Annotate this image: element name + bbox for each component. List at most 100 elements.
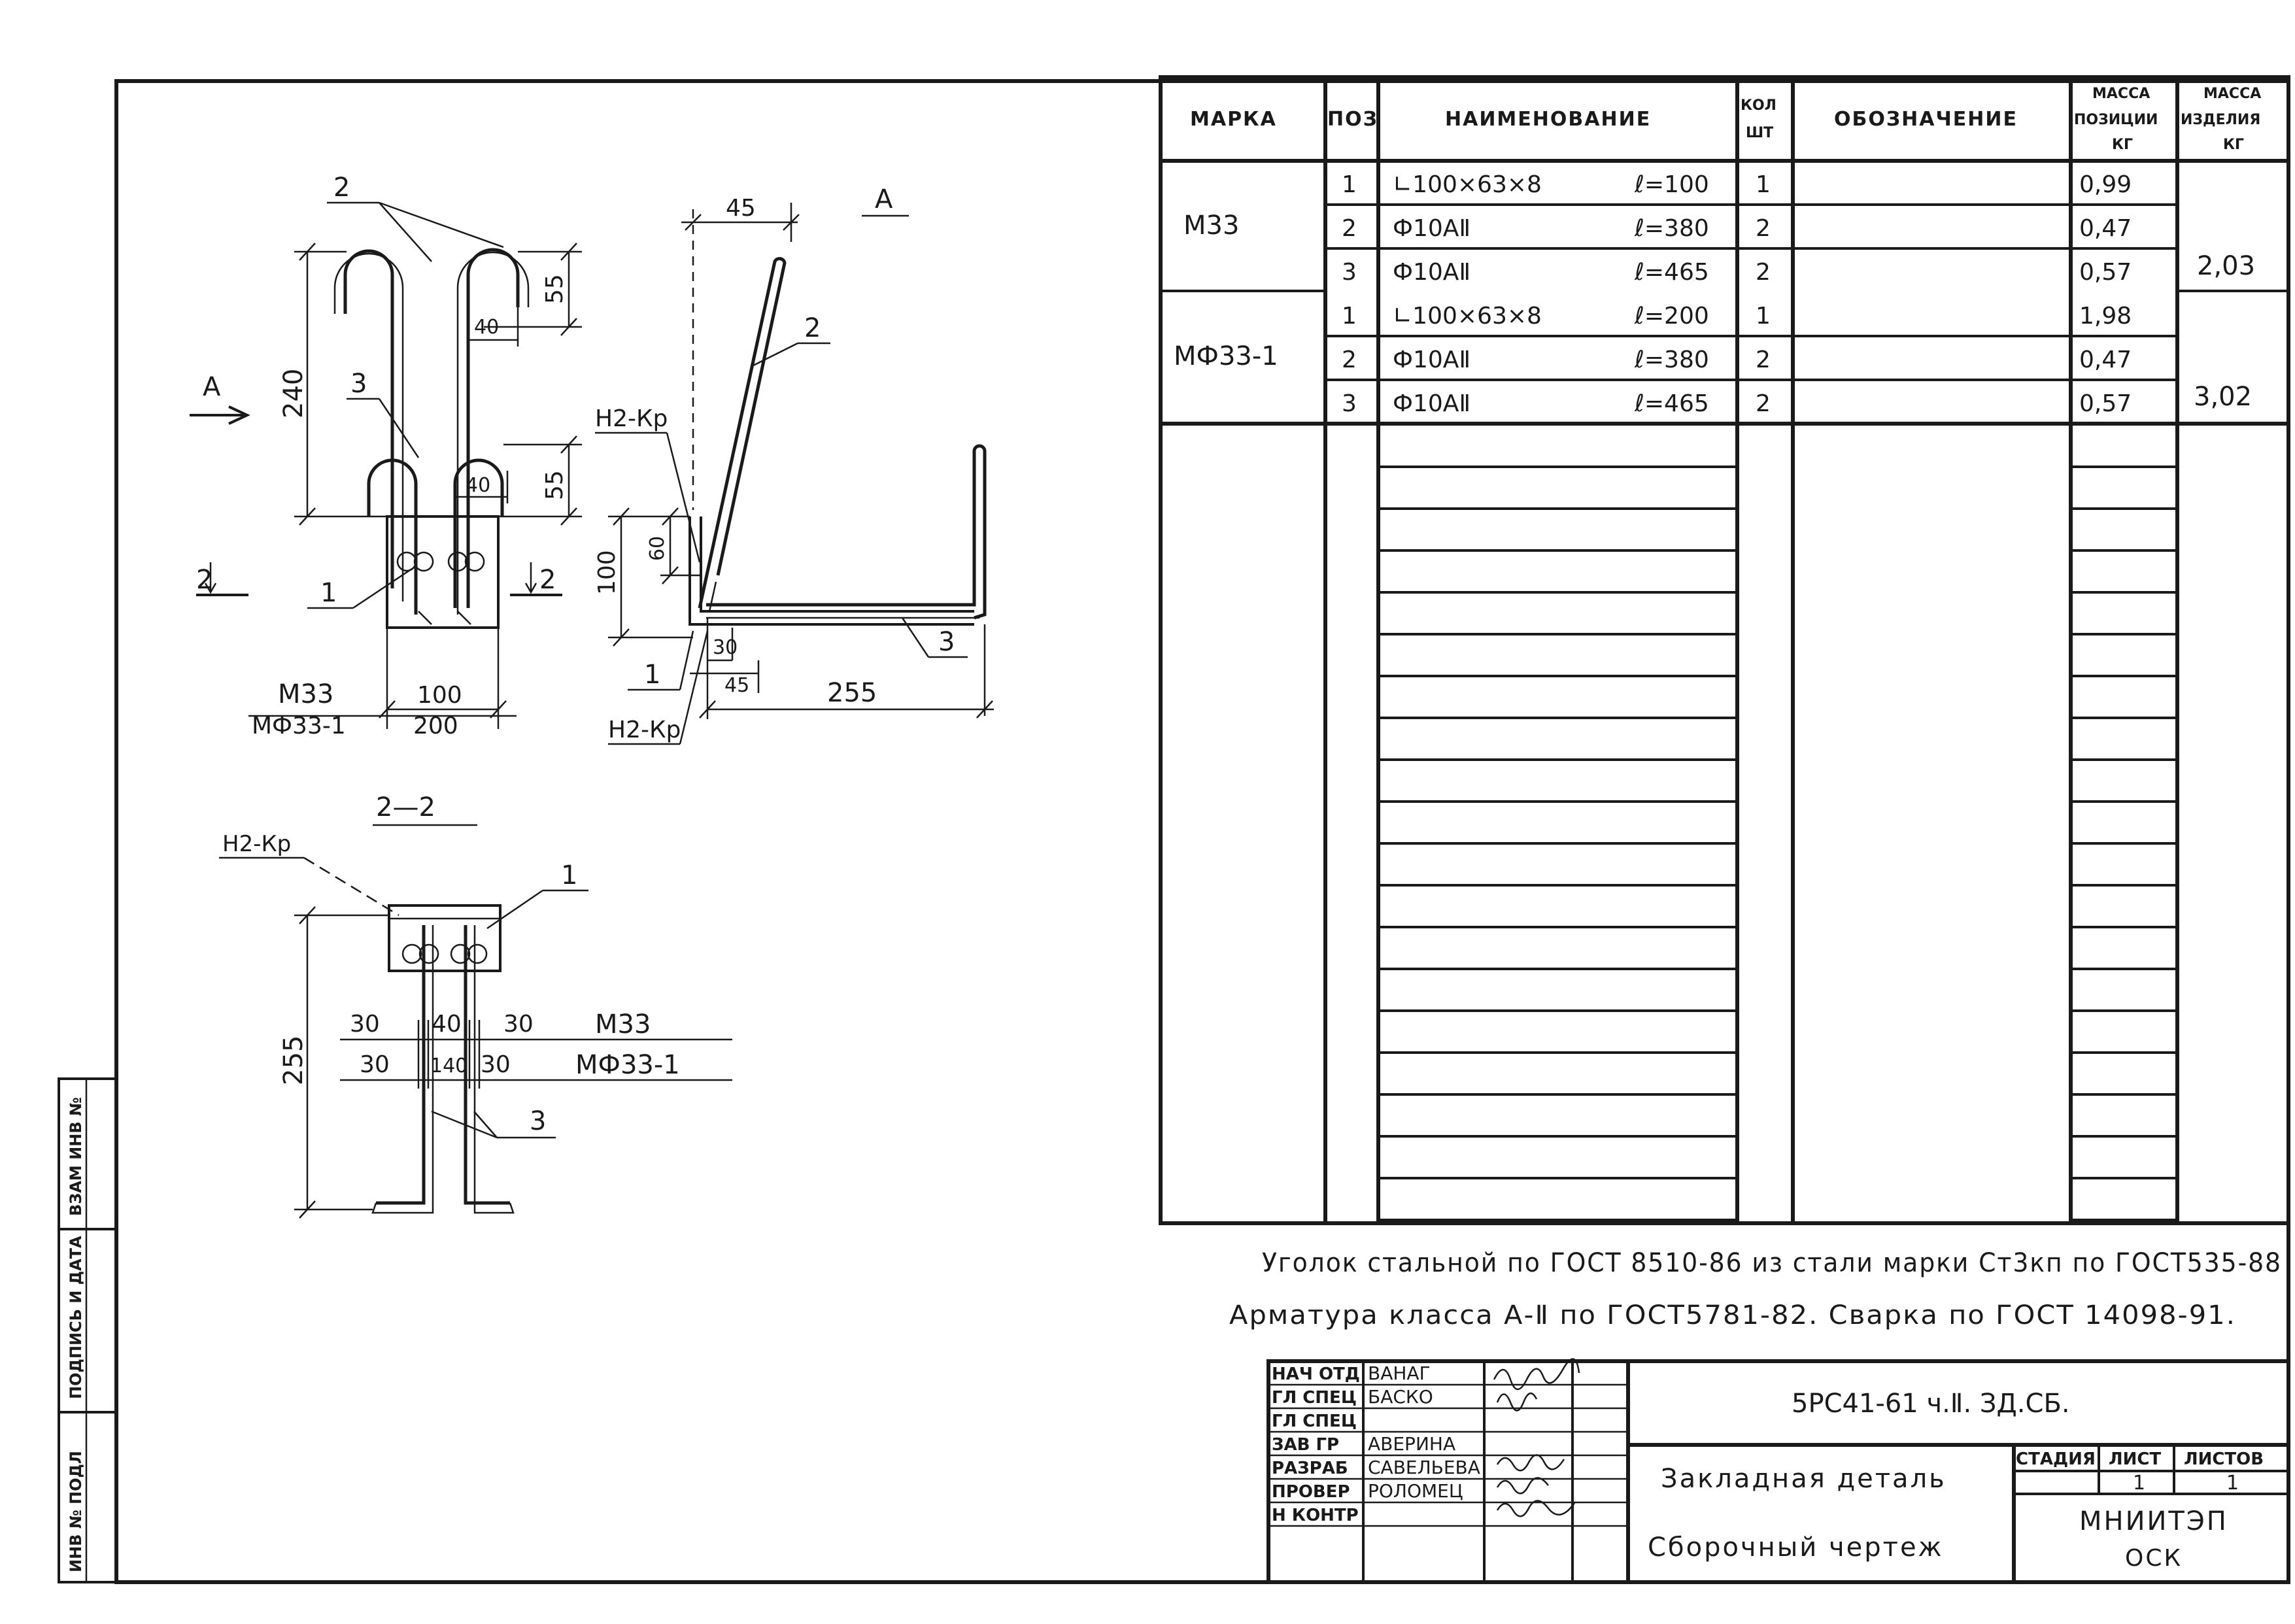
spec-name: ∟100×63×8 xyxy=(1393,171,1542,198)
tb-stage-label: СТАДИЯ xyxy=(2016,1449,2096,1469)
section-mark-mf33: МФ33-1 xyxy=(575,1050,680,1080)
spec-name: Ф10АⅡ xyxy=(1393,390,1470,417)
section-row1-b: 40 xyxy=(432,1011,462,1038)
front-leader-3: 3 xyxy=(350,369,367,399)
section-leader-3: 3 xyxy=(530,1106,546,1136)
hdr-qty-1: КОЛ xyxy=(1741,97,1776,114)
side-leader-1: 1 xyxy=(644,660,660,690)
spec-mass: 0,57 xyxy=(2079,259,2132,286)
side-weld-bottom: Н2-Кр xyxy=(608,717,681,743)
section-angle xyxy=(388,904,502,972)
hdr-poz: ПОЗ xyxy=(1327,108,1378,131)
spec-name: Ф10АⅡ xyxy=(1393,215,1470,242)
section-row1-c: 30 xyxy=(503,1011,534,1038)
tb-sheets-val: 1 xyxy=(2226,1472,2239,1495)
side-dim-45-top: 45 xyxy=(726,195,756,222)
tb-sheets-label: ЛИСТОВ xyxy=(2184,1449,2264,1469)
spec-qty: 2 xyxy=(1756,215,1771,242)
section-mark-right: 2 xyxy=(539,565,556,595)
group-marka-1: М33 xyxy=(1183,211,1239,241)
section-2-2: 2—2 Н2-Кр 1 255 30 40 30 М33 xyxy=(219,792,732,1219)
side-bar-pos2 xyxy=(698,257,787,609)
spec-mass: 0,47 xyxy=(2079,347,2132,373)
tb-name: РОЛОМЕЦ xyxy=(1368,1480,1463,1502)
front-mark-mf33: МФ33-1 xyxy=(252,713,346,739)
side-dim-60: 60 xyxy=(646,536,669,561)
front-dim-200: 200 xyxy=(413,713,458,739)
front-dim-40-top: 40 xyxy=(474,316,499,339)
hdr-mass-item-1: МАССА xyxy=(2203,86,2261,102)
side-angle-pos1 xyxy=(688,516,974,626)
side-stamp-sign: ПОДПИСЬ И ДАТА xyxy=(67,1236,85,1399)
spec-poz: 3 xyxy=(1342,259,1357,286)
spec-len: ℓ=200 xyxy=(1634,303,1709,330)
section-mark-m33: М33 xyxy=(595,1009,651,1040)
section-row2-c: 30 xyxy=(481,1051,511,1078)
side-dim-30: 30 xyxy=(713,636,738,659)
tb-name: САВЕЛЬЕВА xyxy=(1368,1457,1480,1478)
side-bar-pos3 xyxy=(706,444,987,620)
spec-qty: 1 xyxy=(1756,171,1771,198)
hdr-mass-pos-1: МАССА xyxy=(2092,86,2150,102)
spec-len: ℓ=380 xyxy=(1634,347,1709,373)
hdr-qty-2: ШТ xyxy=(1746,125,1773,141)
tb-sheet-label: ЛИСТ xyxy=(2109,1449,2161,1469)
side-dim-100: 100 xyxy=(594,550,620,595)
spec-empty-rows xyxy=(1378,465,2177,1221)
spec-len: ℓ=100 xyxy=(1634,171,1709,198)
tb-org-2: ОСК xyxy=(2125,1545,2183,1572)
front-leader-1: 1 xyxy=(320,578,337,608)
side-weld-top: Н2-Кр xyxy=(595,405,668,432)
front-dim-240: 240 xyxy=(279,369,309,418)
tb-title-2: Сборочный чертеж xyxy=(1648,1532,1944,1563)
notes: Уголок стальной по ГОСТ 8510-86 из стали… xyxy=(1229,1248,2281,1330)
sheet-frame xyxy=(114,79,2290,1584)
side-view-a: А 2 45 Н2-Кр 100 xyxy=(594,184,994,745)
spec-poz: 1 xyxy=(1342,303,1357,330)
tb-role: НАЧ ОТД xyxy=(1272,1364,1360,1384)
spec-qty: 2 xyxy=(1756,259,1771,286)
front-leader-2: 2 xyxy=(333,173,350,203)
front-dim-55-bot: 55 xyxy=(541,470,568,500)
spec-qty: 1 xyxy=(1756,303,1771,330)
section-dim-255: 255 xyxy=(279,1036,309,1085)
section-title: 2—2 xyxy=(376,792,435,822)
spec-mass: 0,57 xyxy=(2079,390,2132,417)
bar-pos2-left xyxy=(343,249,394,588)
hdr-designation: ОБОЗНАЧЕНИЕ xyxy=(1834,108,2018,131)
front-dim-40-bot: 40 xyxy=(466,474,490,497)
side-stamp: ВЗАМ ИНВ № ПОДПИСЬ И ДАТА ИНВ № ПОДЛ xyxy=(58,1077,118,1583)
tb-title-1: Закладная деталь xyxy=(1661,1464,1946,1494)
spec-table: МАРКА ПОЗ НАИМЕНОВАНИЕ КОЛ ШТ ОБОЗНАЧЕНИ… xyxy=(1159,75,2290,1225)
bar-pos2-right xyxy=(466,248,520,608)
bar-pos3-right xyxy=(453,458,504,608)
side-leader-3: 3 xyxy=(938,627,955,657)
tb-role: ГЛ СПЕЦ xyxy=(1272,1388,1357,1408)
spec-mass: 0,99 xyxy=(2079,171,2132,198)
front-dim-55-top: 55 xyxy=(541,274,568,304)
tb-name: АВЕРИНА xyxy=(1368,1433,1455,1455)
tb-code: 5РС41-61 ч.Ⅱ. ЗД.СБ. xyxy=(1792,1389,2070,1419)
note-line-2: Арматура класса А-Ⅱ по ГОСТ5781-82. Свар… xyxy=(1229,1300,2236,1330)
hdr-name: НАИМЕНОВАНИЕ xyxy=(1445,108,1651,131)
angle-plate-pos1 xyxy=(386,515,500,629)
spec-name: Ф10АⅡ xyxy=(1393,259,1470,286)
tb-sheet-val: 1 xyxy=(2133,1472,2145,1495)
tb-role: РАЗРАБ xyxy=(1272,1459,1348,1478)
side-leader-2: 2 xyxy=(804,313,821,343)
hdr-marka: МАРКА xyxy=(1190,108,1277,131)
front-view: 2 3 1 240 55 40 55 xyxy=(190,173,582,739)
view-arrow-a-label: А xyxy=(203,372,221,402)
hdr-mass-item-2: ИЗДЕЛИЯ xyxy=(2181,112,2260,128)
spec-mass: 0,47 xyxy=(2079,215,2132,242)
front-mark-m33: М33 xyxy=(278,679,333,709)
tb-name: ВАНАГ xyxy=(1368,1362,1431,1384)
hdr-mass-item-3: КГ xyxy=(2223,137,2244,153)
group-marka-2: МФ33-1 xyxy=(1174,341,1278,371)
section-bar-left xyxy=(376,925,426,1205)
spec-poz: 3 xyxy=(1342,390,1357,417)
side-dim-255: 255 xyxy=(827,678,877,708)
